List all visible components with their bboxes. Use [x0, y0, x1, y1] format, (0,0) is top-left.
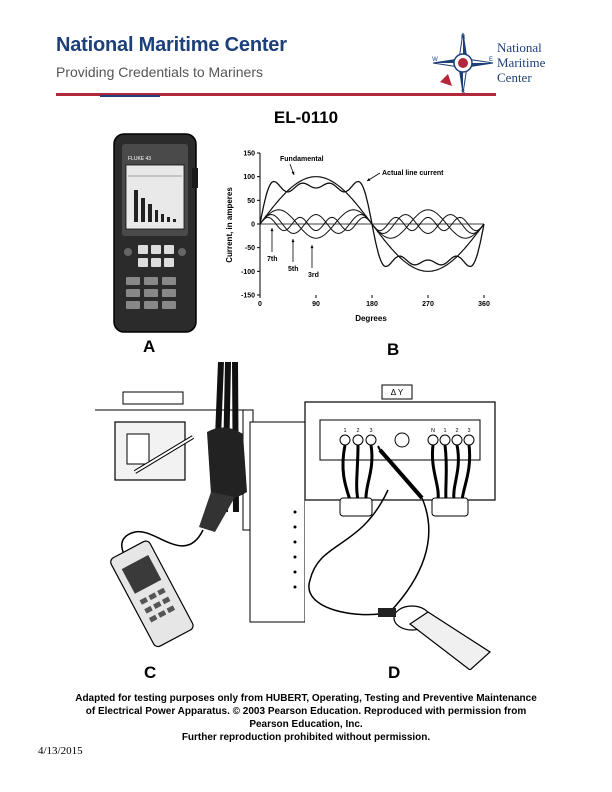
chart-y-tick-label: -50	[245, 245, 255, 252]
chart-y-tick-label: -150	[241, 293, 255, 300]
nmc-compass-logo-icon: N E S W	[432, 32, 494, 96]
panel-label-d: D	[388, 663, 401, 682]
clamp-meter-panel-illustration	[95, 362, 305, 648]
annotation-7th-arrow-head	[270, 228, 274, 232]
chart-y-tick-label: 0	[251, 222, 255, 229]
annotation-7th: 7th	[267, 256, 278, 263]
chart-series-layer	[259, 176, 485, 272]
terminal-label-right-1: 1	[443, 428, 446, 434]
caption-line-4: Further reproduction prohibited without …	[181, 732, 431, 743]
chart-y-tick-label: 50	[247, 198, 255, 205]
annotation-5th: 5th	[288, 266, 299, 273]
annotation-fundamental-arrow-head	[291, 171, 295, 175]
annotation-fundamental: Fundamental	[280, 156, 324, 163]
chart-x-axis-label: Degrees	[355, 314, 387, 323]
panel-label-c: C	[144, 663, 157, 682]
terminal-label-left-2: 2	[356, 428, 359, 434]
logo-line-3: Center	[497, 70, 532, 85]
panel-label-a: A	[143, 337, 156, 356]
terminal-label-left-3: 3	[369, 428, 372, 434]
annotation-actual-line-current: Actual line current	[382, 170, 444, 177]
chart-x-tick-label: 360	[478, 301, 490, 308]
series-line-actual-line-current	[259, 180, 485, 268]
compass-east-letter: E	[489, 57, 493, 63]
annotation-3rd: 3rd	[308, 272, 319, 279]
compass-west-letter: W	[432, 57, 438, 63]
logo-wordmark: National Maritime Center	[497, 40, 545, 85]
org-title: National Maritime Center	[56, 34, 287, 56]
terminal-label-right-2: 2	[455, 428, 458, 434]
connection-box-probe-illustration: Δ Y 1 2 3 N 1 2 3	[304, 384, 496, 670]
footer-date: 4/13/2015	[38, 745, 83, 757]
annotation-5th-arrow-head	[291, 239, 295, 243]
logo-line-1: National	[497, 40, 542, 55]
annotation-3rd-arrow-head	[310, 245, 314, 249]
org-tagline: Providing Credentials to Mariners	[56, 64, 263, 80]
header-rule-accent	[100, 95, 160, 97]
terminal-label-right-3: 3	[467, 428, 470, 434]
header-rule	[56, 93, 496, 96]
harmonic-current-chart: Current, in amperes Degrees 150 100 50 0 -50…	[225, 151, 490, 324]
terminal-label-left-1: 1	[343, 428, 346, 434]
connection-box-label: Δ Y	[391, 388, 404, 397]
logo-line-2: Maritime	[497, 55, 546, 70]
chart-x-tick-label: 270	[422, 301, 434, 308]
caption-line-3: Pearson Education, Inc.	[249, 719, 363, 730]
chart-x-tick-label: 180	[366, 301, 378, 308]
analyzer-brand-label: FLUKE 43	[128, 156, 151, 162]
power-analyzer-device-illustration: FLUKE 43	[113, 133, 198, 333]
chart-y-tick-label: 150	[243, 151, 255, 158]
annotation-actual-line-current-arrow-head	[367, 178, 371, 181]
document-id: EL-0110	[273, 108, 339, 127]
caption-line-1: Adapted for testing purposes only from H…	[75, 693, 537, 704]
panel-label-b: B	[387, 340, 400, 359]
chart-x-tick-label: 90	[312, 301, 320, 308]
copyright-caption: Adapted for testing purposes only from H…	[50, 692, 562, 744]
chart-y-tick-label: -100	[241, 269, 255, 276]
caption-line-2: of Electrical Power Apparatus. © 2003 Pe…	[85, 706, 527, 717]
compass-north-letter: N	[461, 35, 465, 41]
chart-y-axis-label: Current, in amperes	[225, 187, 234, 263]
terminal-label-right-n: N	[431, 428, 435, 434]
chart-x-tick-label: 0	[258, 301, 262, 308]
chart-y-tick-label: 100	[243, 174, 255, 181]
